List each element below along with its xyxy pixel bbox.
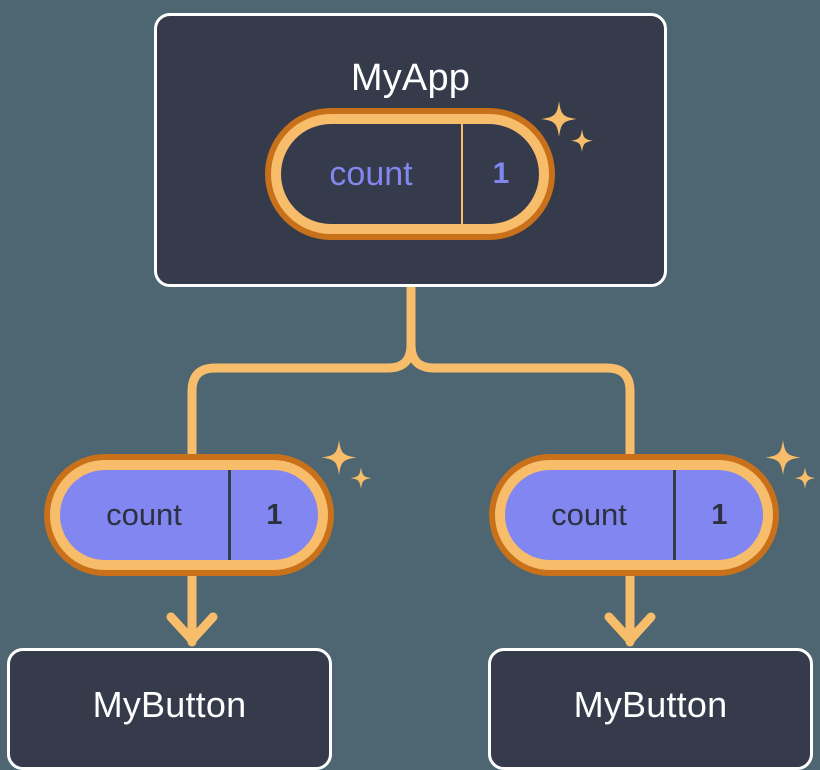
prop-pill-body: count 1 bbox=[505, 470, 763, 560]
prop-pill-body: count 1 bbox=[60, 470, 318, 560]
sparkle-large-icon bbox=[321, 440, 357, 475]
state-pill-value-myapp: 1 bbox=[461, 124, 539, 224]
arrowhead-left bbox=[166, 612, 218, 645]
component-box-mybutton-left[interactable]: MyButton bbox=[7, 648, 332, 770]
prop-pill-key-left: count bbox=[106, 497, 182, 532]
state-pill-key-myapp: count bbox=[329, 154, 413, 193]
sparkle-small-icon bbox=[350, 467, 372, 489]
state-pill-body: count 1 bbox=[281, 124, 539, 224]
component-title-mybutton-left: MyButton bbox=[92, 684, 247, 725]
sparkle-large-icon bbox=[765, 440, 801, 475]
prop-pill-inner-ring: count 1 bbox=[50, 460, 328, 570]
prop-pill-outer-ring: count 1 bbox=[489, 454, 779, 576]
component-title-myapp: MyApp bbox=[350, 57, 471, 99]
prop-pill-value-left: 1 bbox=[228, 470, 318, 560]
prop-pill-key-right: count bbox=[551, 497, 627, 532]
prop-pill-outer-ring: count 1 bbox=[44, 454, 334, 576]
sparkle-small-icon bbox=[794, 467, 816, 489]
component-box-mybutton-right[interactable]: MyButton bbox=[488, 648, 813, 770]
state-pill-inner-ring: count 1 bbox=[271, 114, 549, 234]
arrowhead-right bbox=[604, 612, 656, 645]
prop-pill-value-right: 1 bbox=[673, 470, 763, 560]
state-pill-outer-ring: count 1 bbox=[265, 108, 555, 240]
prop-pill-inner-ring: count 1 bbox=[495, 460, 773, 570]
component-title-mybutton-right: MyButton bbox=[573, 684, 728, 725]
